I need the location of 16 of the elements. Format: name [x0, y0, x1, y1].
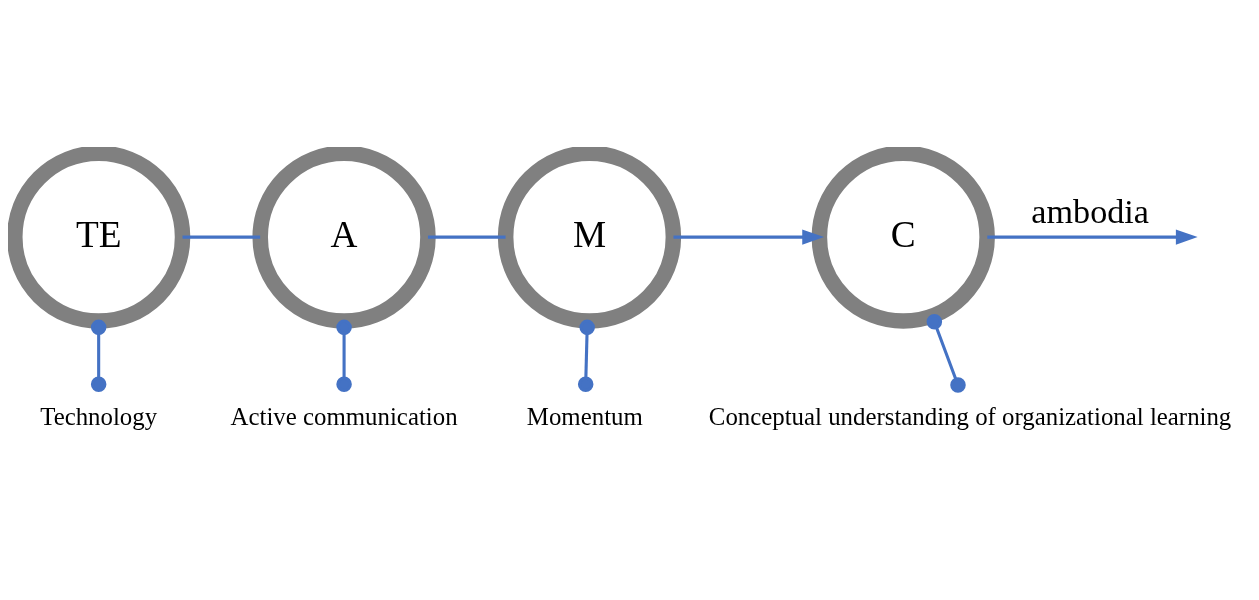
node-text: Conceptual understanding of organizational learning	[708, 402, 1232, 430]
node-text: Momentum	[526, 402, 643, 430]
arrow	[673, 229, 825, 245]
arrow	[987, 229, 1198, 245]
node-text: Technology	[40, 402, 158, 430]
node-text: Active communication	[230, 402, 458, 430]
edge-label: ambodia	[1031, 192, 1149, 230]
connector	[577, 319, 595, 393]
node-circle: M	[497, 147, 682, 329]
node-circle: TE	[8, 147, 191, 329]
node-circle: A	[252, 147, 436, 329]
connector	[182, 235, 261, 239]
connector	[926, 314, 966, 393]
connector	[427, 235, 506, 239]
connector	[90, 319, 107, 393]
connector	[336, 319, 352, 393]
